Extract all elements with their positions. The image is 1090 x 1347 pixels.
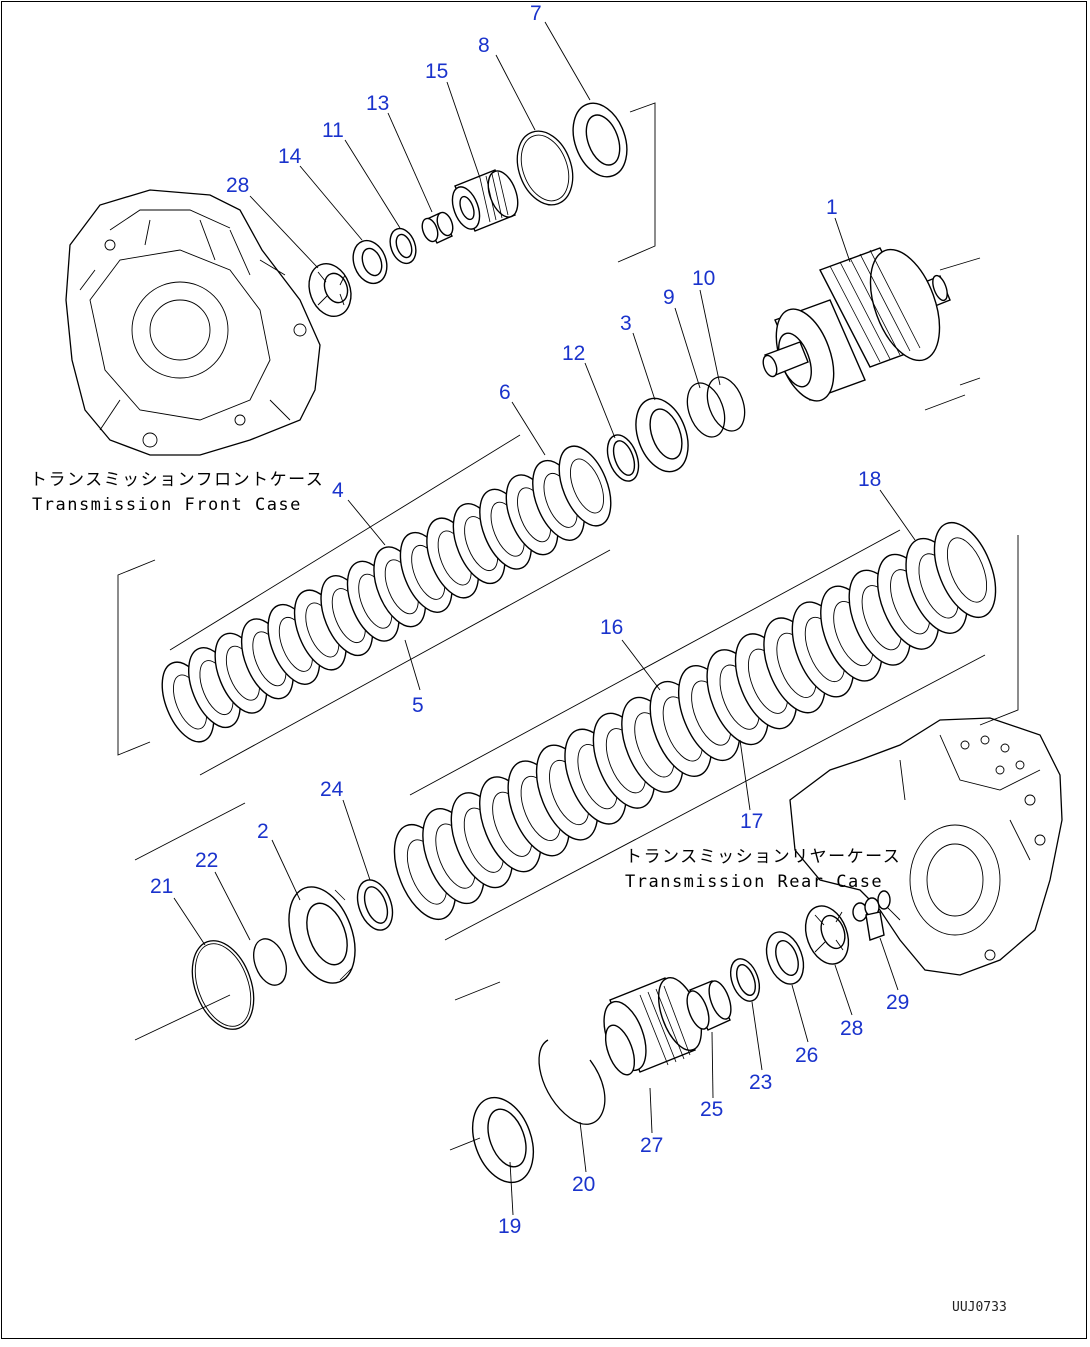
leader-lines xyxy=(173,21,916,1216)
part-13-needle-bearing xyxy=(421,211,454,244)
callout-5: 5 xyxy=(412,694,424,717)
axis-line-bottom xyxy=(449,1137,481,1151)
part-29-plug xyxy=(852,890,891,941)
callout-14: 14 xyxy=(278,145,302,168)
callout-10: 10 xyxy=(692,267,715,290)
part-8-snap-ring xyxy=(516,130,574,206)
callout-24: 24 xyxy=(320,778,344,801)
callout-9: 9 xyxy=(663,286,675,309)
callout-2: 2 xyxy=(257,820,269,843)
part-25-needle-bearing xyxy=(686,980,732,1031)
upper-pack-disc-bore xyxy=(569,458,605,514)
part-10-seal-ring xyxy=(706,376,746,432)
part-28-bearing-lower xyxy=(804,905,850,965)
front-case-label-en: Transmission Front Case xyxy=(32,495,302,515)
callout-23: 23 xyxy=(749,1071,772,1094)
front-case-drawing xyxy=(65,189,321,456)
upper-pack-bracket-left xyxy=(117,559,156,756)
lower-pack-disc-bore xyxy=(946,537,988,603)
callout-7: 7 xyxy=(530,2,542,25)
callout-26: 26 xyxy=(795,1044,818,1067)
callout-numbers: 7 8 15 13 11 14 28 1 10 9 3 12 6 4 5 18 … xyxy=(150,2,909,1238)
callout-20: 20 xyxy=(572,1173,595,1196)
part-23-ring xyxy=(729,958,761,1002)
callout-28-lower: 28 xyxy=(840,1017,863,1040)
part-2-piston xyxy=(288,886,356,984)
rear-case-drawing xyxy=(789,717,1063,976)
lower-pack-frame xyxy=(409,529,986,941)
axis-line-mid xyxy=(454,981,501,1001)
callout-6: 6 xyxy=(499,381,511,404)
callout-11: 11 xyxy=(322,119,344,142)
axis-line-left-bottom xyxy=(134,994,231,1041)
callout-1: 1 xyxy=(826,196,838,219)
part-14-washer xyxy=(352,239,388,285)
callout-15: 15 xyxy=(425,60,448,83)
callout-29: 29 xyxy=(886,991,909,1014)
part-9-seal-ring xyxy=(686,382,726,438)
part-19-thrust-washer xyxy=(471,1096,535,1184)
part-7-thrust-washer xyxy=(572,102,628,178)
callout-28-upper: 28 xyxy=(226,174,249,197)
part-20-snap-ring xyxy=(538,1039,606,1125)
callout-22: 22 xyxy=(195,849,218,872)
callout-19: 19 xyxy=(498,1215,521,1238)
part-12-ring xyxy=(606,434,640,482)
lower-pack-disc xyxy=(933,521,997,619)
callout-8: 8 xyxy=(478,34,490,57)
callout-3: 3 xyxy=(620,312,632,335)
callout-13: 13 xyxy=(366,92,389,115)
part-27-gear xyxy=(603,977,703,1076)
upper-clutch-pack xyxy=(161,445,612,743)
lower-clutch-pack xyxy=(393,521,997,921)
part-24-ring xyxy=(356,879,394,931)
callout-27: 27 xyxy=(640,1134,663,1157)
lower-pack-bracket-right xyxy=(979,535,1019,726)
drawing-code: UUJ0733 xyxy=(952,1300,1007,1315)
axis-line-left xyxy=(134,802,246,861)
callout-4: 4 xyxy=(332,479,344,502)
part-22-o-ring xyxy=(253,938,287,986)
callout-18: 18 xyxy=(858,468,881,491)
callout-25: 25 xyxy=(700,1098,723,1121)
callout-21: 21 xyxy=(150,875,173,898)
front-case-label-jp: トランスミッションフロントケース xyxy=(30,470,324,490)
part-1-clutch-drum-shaft xyxy=(762,247,981,411)
part-26-washer xyxy=(765,931,805,985)
rear-case-label-en: Transmission Rear Case xyxy=(625,872,883,892)
callout-12: 12 xyxy=(562,342,585,365)
part-28-bearing-upper xyxy=(308,263,352,317)
upper-group-bracket xyxy=(617,102,656,263)
callout-16: 16 xyxy=(600,616,623,639)
part-3-piston-plate xyxy=(635,397,689,473)
part-21-o-ring xyxy=(191,940,255,1030)
callout-17: 17 xyxy=(740,810,763,833)
rear-case-label-jp: トランスミッションリヤーケース xyxy=(625,847,901,867)
upper-pack-frame xyxy=(169,434,611,776)
part-11-ring xyxy=(389,227,417,265)
upper-pack-disc xyxy=(558,445,612,527)
part-15-gear xyxy=(451,169,519,232)
